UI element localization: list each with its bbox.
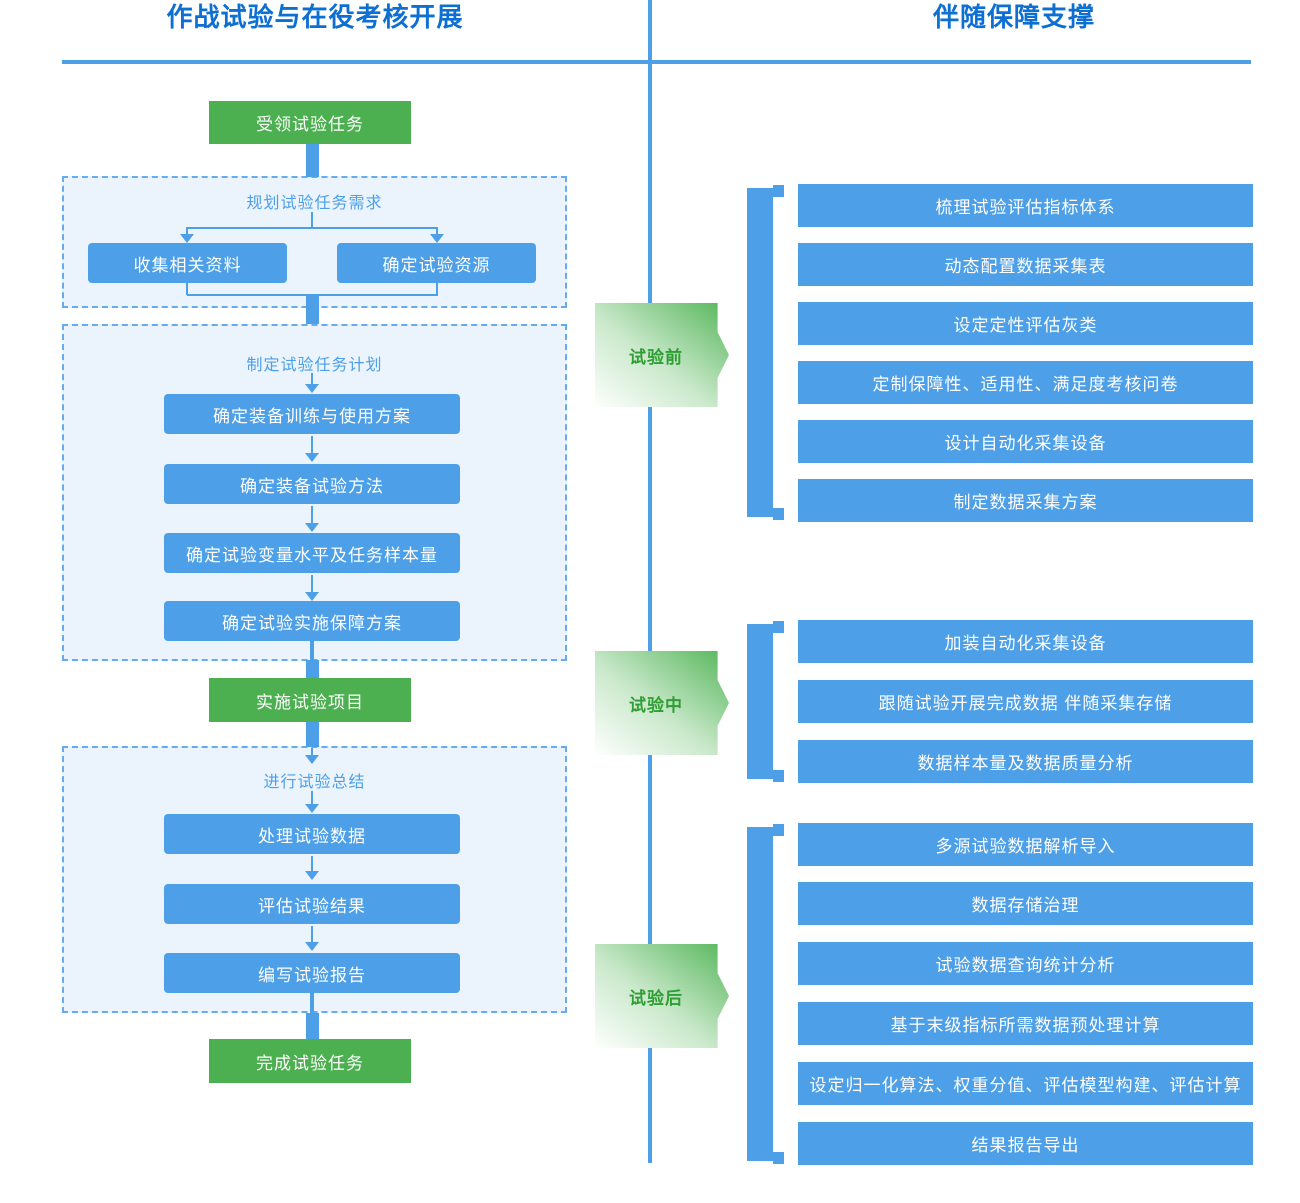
connector	[436, 283, 438, 295]
flow-implement-box: 实施试验项目	[209, 678, 411, 722]
flow-step-box: 评估试验结果	[164, 884, 460, 924]
arrow-down-icon	[305, 523, 319, 532]
flow-step-box: 确定装备训练与使用方案	[164, 394, 460, 434]
support-item-bar: 动态配置数据采集表	[798, 243, 1253, 286]
phase-tag-after: 试验后	[595, 944, 729, 1048]
arrow-down-icon	[305, 592, 319, 601]
connector	[311, 791, 313, 805]
phase-tag-during: 试验中	[595, 651, 729, 755]
connector	[311, 436, 313, 454]
support-item-bar: 数据存储治理	[798, 882, 1253, 925]
phase-tag-label: 试验后	[629, 988, 683, 1008]
flow-step-box: 确定试验实施保障方案	[164, 601, 460, 641]
support-item-bar: 数据样本量及数据质量分析	[798, 740, 1253, 783]
flow-step-box: 编写试验报告	[164, 953, 460, 993]
arrow-down-icon	[430, 234, 444, 243]
arrow-down-icon	[305, 942, 319, 951]
support-item-bar: 定制保障性、适用性、满足度考核问卷	[798, 361, 1253, 404]
flow-step-box: 确定装备试验方法	[164, 464, 460, 504]
connector	[306, 144, 319, 177]
connector	[187, 227, 438, 229]
connector	[310, 993, 314, 1014]
group-bracket	[747, 621, 784, 782]
phase-tag-label: 试验中	[629, 695, 683, 715]
flow-finish-box: 完成试验任务	[209, 1039, 411, 1083]
support-item-bar: 跟随试验开展完成数据 伴随采集存储	[798, 680, 1253, 723]
support-item-bar: 基于末级指标所需数据预处理计算	[798, 1002, 1253, 1045]
support-item-bar: 多源试验数据解析导入	[798, 823, 1253, 866]
flow-step-box: 处理试验数据	[164, 814, 460, 854]
flow-start-box: 受领试验任务	[209, 101, 411, 144]
arrow-down-icon	[305, 453, 319, 462]
connector	[186, 227, 188, 235]
collect-data-box: 收集相关资料	[88, 243, 287, 283]
summary-title: 进行试验总结	[263, 774, 366, 791]
connector	[306, 1013, 319, 1040]
make-plan-title: 制定试验任务计划	[246, 357, 383, 374]
support-item-bar: 结果报告导出	[798, 1122, 1253, 1165]
connector	[311, 575, 313, 593]
connector	[311, 212, 313, 228]
define-resources-box: 确定试验资源	[337, 243, 536, 283]
phase-tag-before: 试验前	[595, 303, 729, 407]
connector	[311, 856, 313, 872]
support-item-bar: 设计自动化采集设备	[798, 420, 1253, 463]
connector	[306, 722, 319, 747]
plan-requirements-title: 规划试验任务需求	[246, 195, 383, 212]
connector	[436, 227, 438, 235]
connector	[311, 506, 313, 524]
connector	[311, 373, 313, 385]
connector	[306, 660, 319, 679]
arrow-down-icon	[305, 871, 319, 880]
support-item-bar: 试验数据查询统计分析	[798, 942, 1253, 985]
connector	[311, 748, 313, 756]
connector	[187, 294, 438, 296]
column-divider-line	[648, 0, 652, 1163]
connector	[311, 926, 313, 943]
arrow-down-icon	[305, 384, 319, 393]
support-item-bar: 设定归一化算法、权重分值、评估模型构建、评估计算	[798, 1062, 1253, 1105]
connector	[310, 641, 314, 661]
support-item-bar: 制定数据采集方案	[798, 479, 1253, 522]
header-underline	[62, 60, 1251, 64]
flow-step-box: 确定试验变量水平及任务样本量	[164, 533, 460, 573]
support-item-bar: 梳理试验评估指标体系	[798, 184, 1253, 227]
arrow-down-icon	[180, 234, 194, 243]
connector	[306, 296, 319, 324]
phase-tag-label: 试验前	[629, 347, 683, 367]
left-panel-title: 作战试验与在役考核开展	[166, 2, 464, 32]
support-item-bar: 设定定性评估灰类	[798, 302, 1253, 345]
connector	[186, 283, 188, 295]
arrow-down-icon	[305, 804, 319, 813]
group-bracket	[747, 824, 784, 1164]
support-item-bar: 加装自动化采集设备	[798, 620, 1253, 663]
arrow-down-icon	[305, 755, 319, 764]
group-bracket	[747, 185, 784, 520]
right-panel-title: 伴随保障支撑	[932, 2, 1095, 32]
